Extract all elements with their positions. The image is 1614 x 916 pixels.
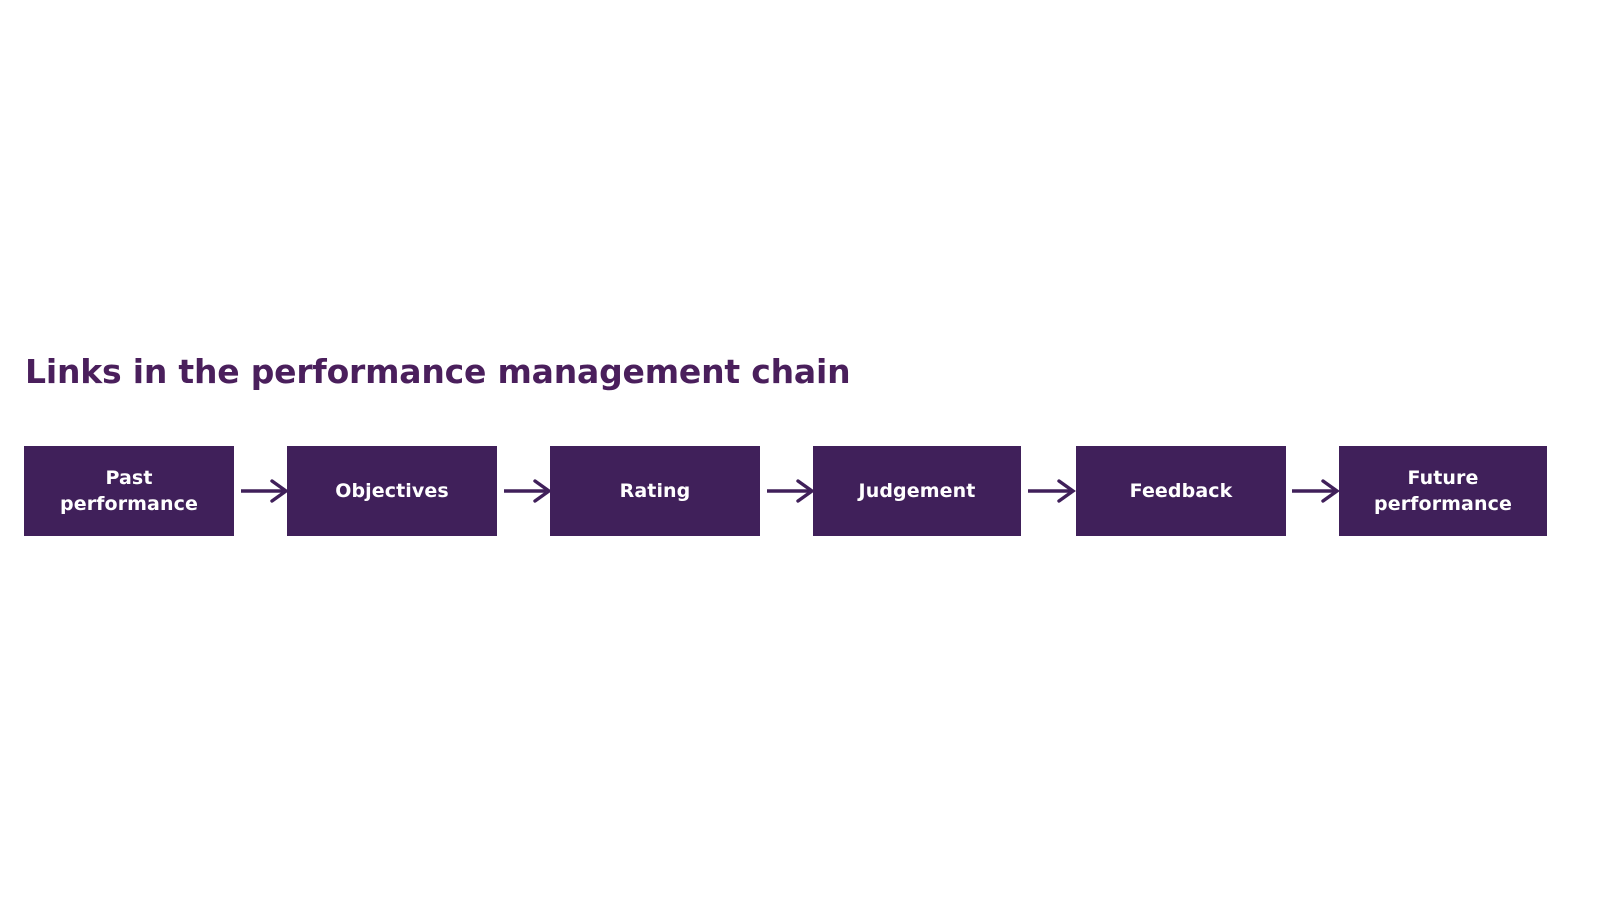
chain-step-future-performance[interactable]: Future performance <box>1339 446 1547 536</box>
chain-step-label: Past performance <box>60 467 198 515</box>
chain-step-label: Judgement <box>858 480 976 502</box>
page-title: Links in the performance management chai… <box>25 352 851 391</box>
chain-step-objectives[interactable]: Objectives <box>287 446 497 536</box>
chain-step-past-performance[interactable]: Past performance <box>24 446 234 536</box>
arrow-right-icon <box>765 477 819 505</box>
chain-step-label: Objectives <box>335 480 449 502</box>
arrow-right-icon <box>1026 477 1080 505</box>
arrow-right-icon <box>239 477 293 505</box>
arrow-right-icon <box>502 477 556 505</box>
chain-step-label: Rating <box>619 480 691 502</box>
chain-step-label: Future performance <box>1374 467 1512 515</box>
arrow-right-icon <box>1290 477 1344 505</box>
chain-step-rating[interactable]: Rating <box>550 446 760 536</box>
process-chain: Past performance Objectives Rating <box>24 446 1547 536</box>
chain-step-feedback[interactable]: Feedback <box>1076 446 1286 536</box>
chain-step-judgement[interactable]: Judgement <box>813 446 1021 536</box>
chain-step-label: Feedback <box>1129 480 1233 502</box>
